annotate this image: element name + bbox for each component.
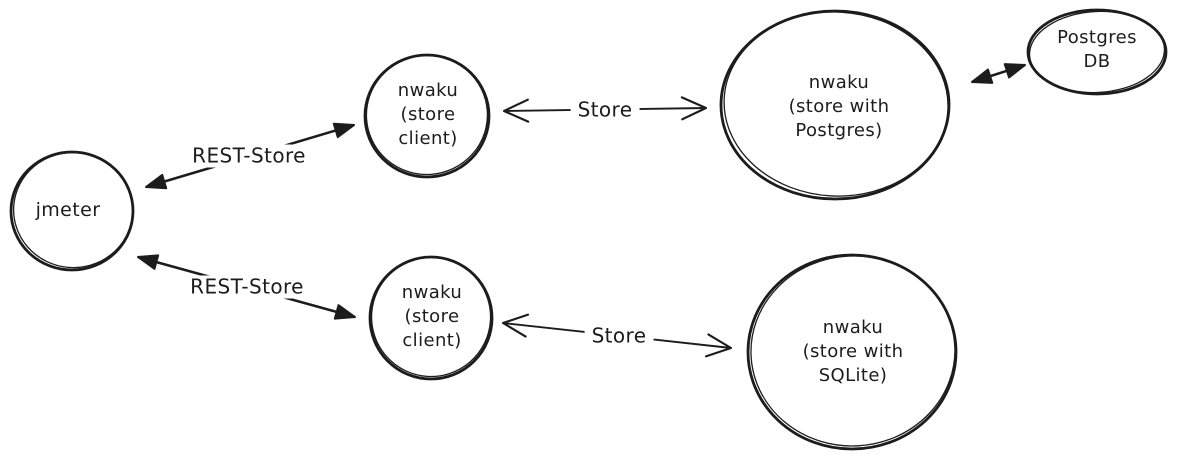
edge-postgres-db-link	[971, 63, 1026, 84]
edge-label-rest-store-top: REST-Store	[185, 144, 313, 168]
edge-label-store-bottom: Store	[584, 324, 654, 348]
node-label-postgres-db: Postgres DB	[1057, 27, 1137, 72]
node-nwaku-store-client-top	[363, 53, 491, 179]
node-jmeter	[9, 150, 135, 272]
node-nwaku-store-client-bottom	[368, 255, 494, 381]
node-label-nwaku-store-sqlite: nwaku (store with SQLite)	[802, 317, 904, 386]
node-nwaku-store-postgres	[719, 9, 951, 201]
node-label-nwaku-store-postgres: nwaku (store with Postgres)	[788, 72, 890, 141]
node-label-jmeter: jmeter	[35, 199, 101, 221]
edge-label-rest-store-bottom: REST-Store	[183, 275, 311, 299]
edge-label-store-top: Store	[570, 98, 640, 122]
node-label-nwaku-store-client-top: nwaku (store client)	[397, 80, 459, 149]
node-label-nwaku-store-client-bottom: nwaku (store client)	[401, 282, 463, 351]
node-postgres-db	[1026, 8, 1168, 96]
node-nwaku-store-sqlite	[746, 253, 958, 451]
